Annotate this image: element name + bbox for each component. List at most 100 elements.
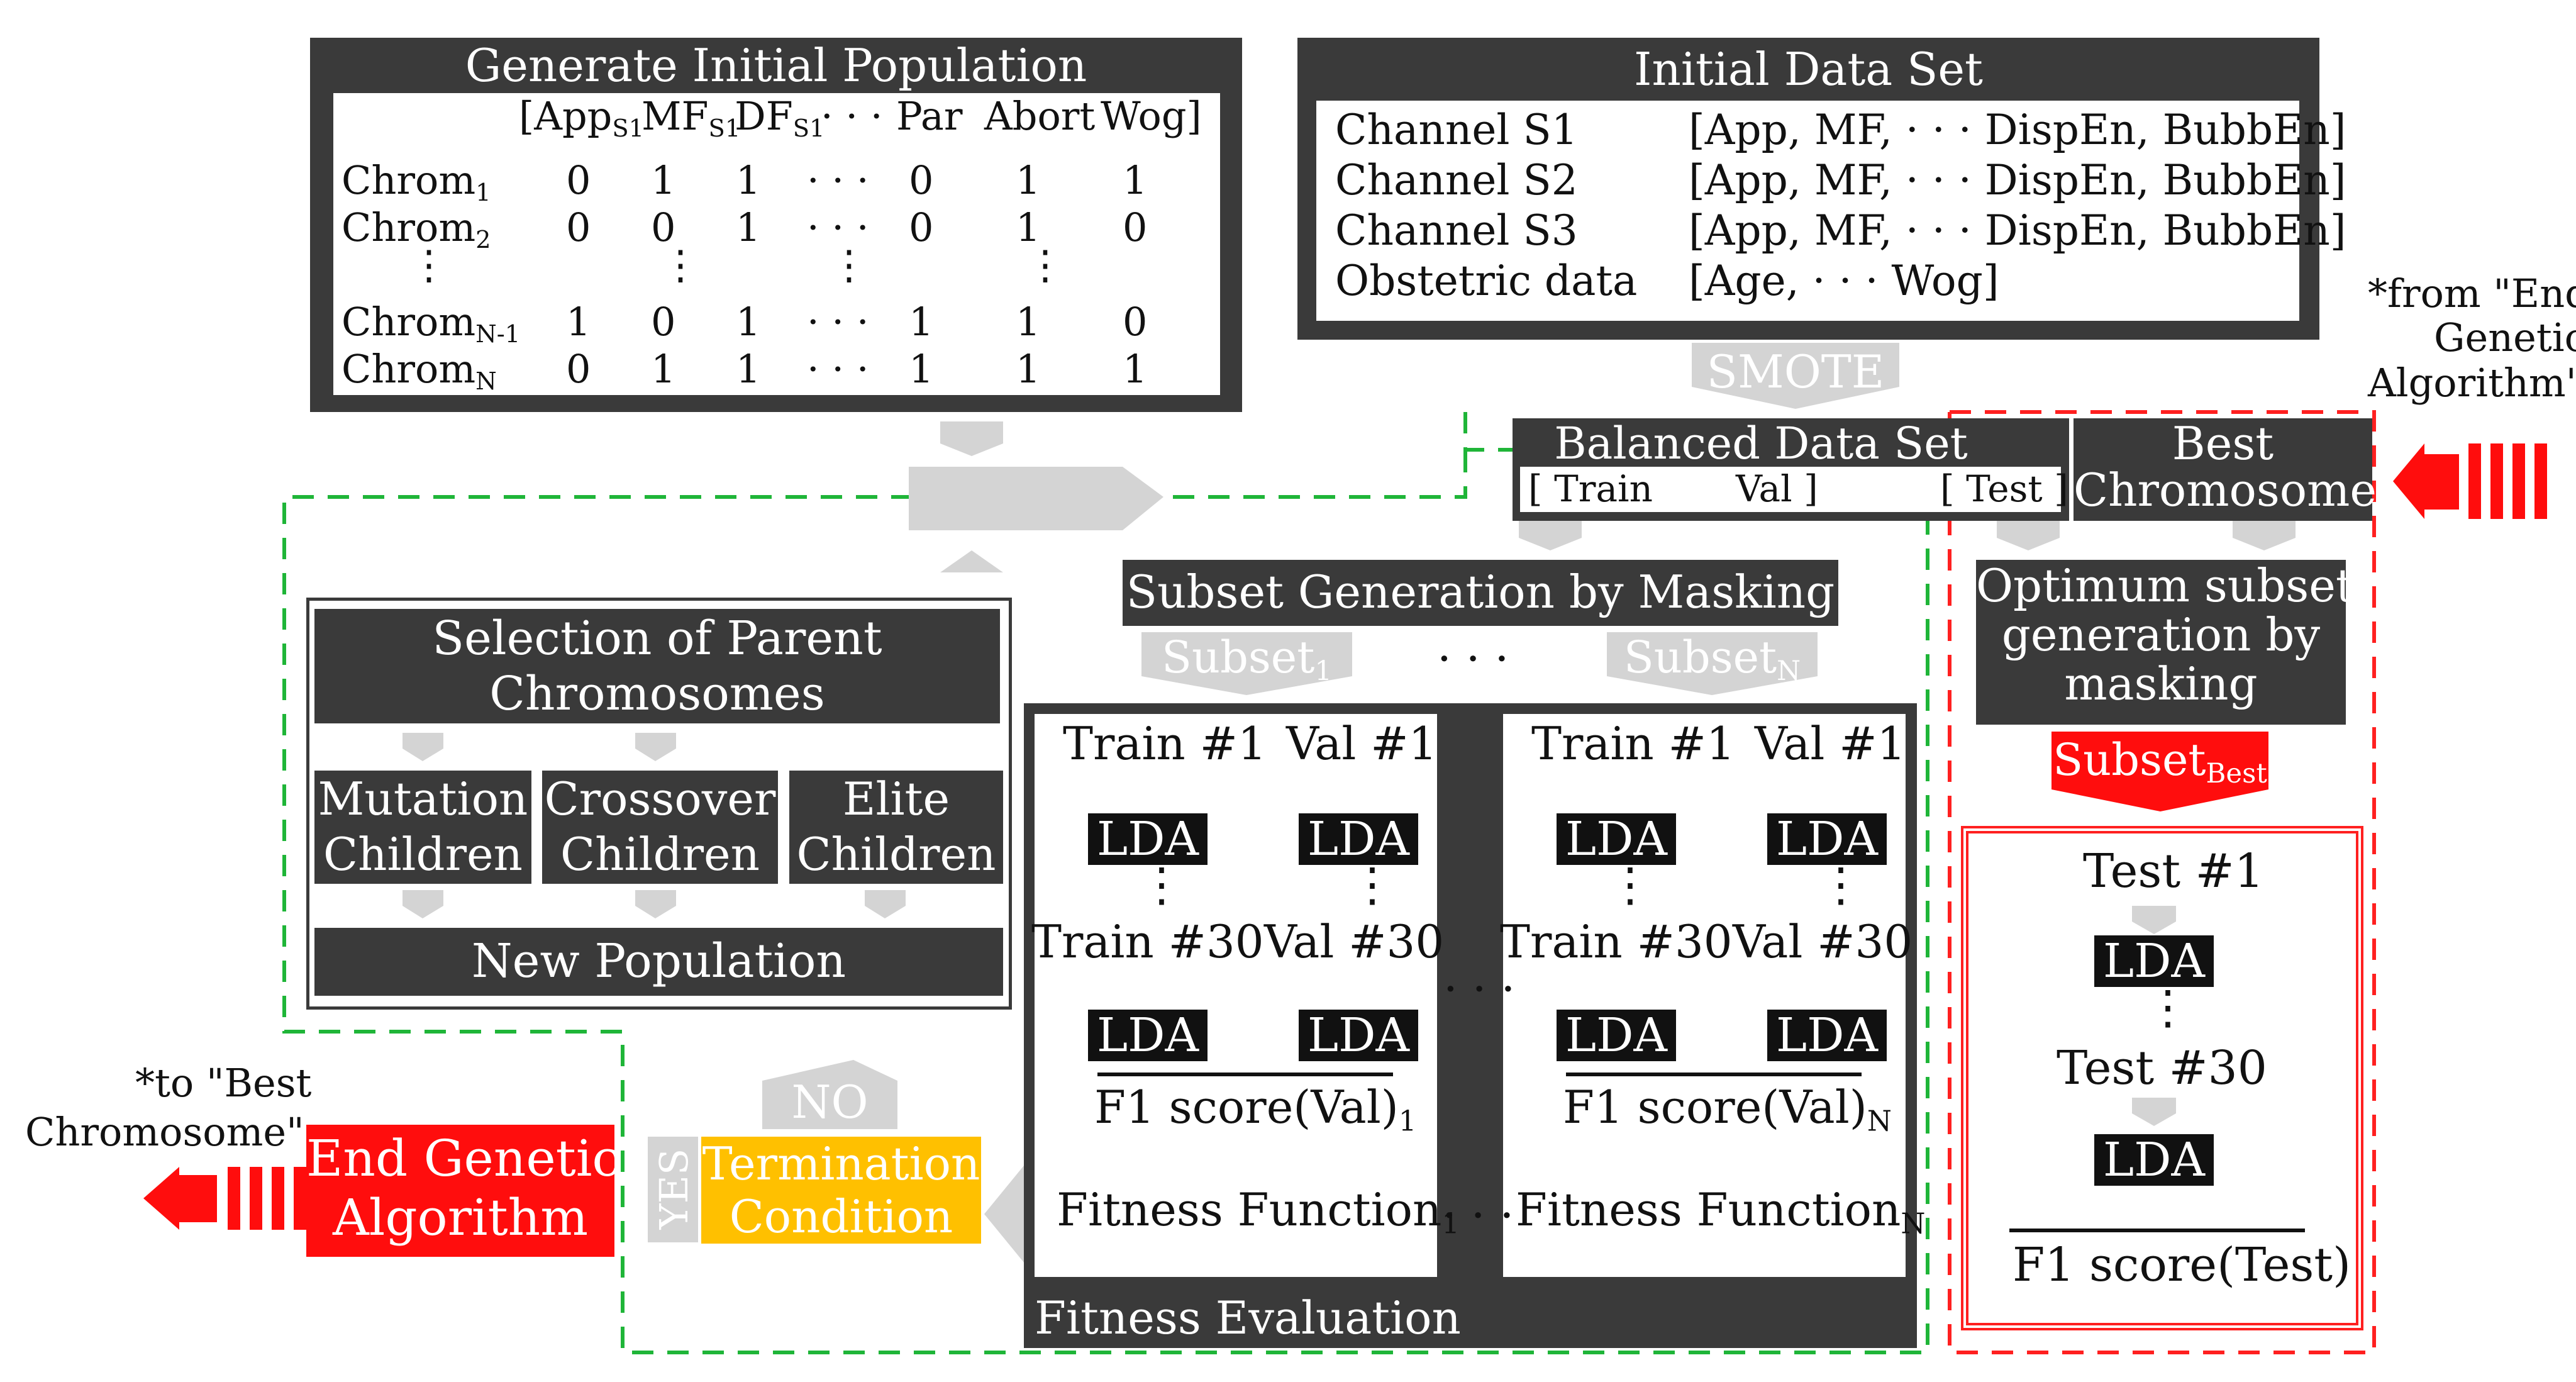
chrom-cell: 0 <box>1123 204 1148 250</box>
chrom-cell: 1 <box>736 157 761 203</box>
data-row-value: [App, MF, · · · DispEn, BubbEn] <box>1689 206 2346 255</box>
chrom-label: ChromN-1 <box>341 299 521 348</box>
train30-label: Train #30 <box>1500 915 1733 968</box>
val1-label: Val #1 <box>1286 717 1438 770</box>
header-df: DF <box>735 93 793 139</box>
fitness-function-n <box>1506 1166 1899 1254</box>
no-label: NO <box>791 1076 869 1128</box>
chrom-cell: 1 <box>909 299 934 345</box>
vdots-label: ⋮ <box>409 242 449 289</box>
termination-condition: Termination Condition <box>701 1137 981 1244</box>
header-par: Par <box>896 93 963 139</box>
balanced-title: Balanced Data Set <box>1554 418 1968 469</box>
vdots-mid: ⋮ <box>829 242 869 289</box>
data-row-value: [Age, · · · Wog] <box>1689 257 1999 305</box>
chrom-cell: 1 <box>566 299 591 345</box>
chrom-cell: 1 <box>1123 346 1148 392</box>
lda-train-30: LDA <box>1557 1010 1676 1061</box>
best-chromosome: Best Chromosome <box>2074 418 2377 521</box>
data-row-name: Channel S2 <box>1335 156 1578 204</box>
fitness-function-1 <box>1041 1166 1434 1254</box>
arrow-t2 <box>2132 1098 2176 1126</box>
balanced-val: Val ] <box>1736 467 1818 510</box>
yes-label: YES <box>651 1148 697 1230</box>
population-panel: Generate Initial Population <box>310 38 1242 412</box>
yes-box <box>648 1137 698 1242</box>
smote-label: SMOTE <box>1706 345 1885 398</box>
chrom-cell: 1 <box>736 346 761 392</box>
chrom-cell: 1 <box>1016 346 1041 392</box>
lda-train-1: LDA <box>1557 813 1676 865</box>
test30-label: Test #30 <box>2057 1041 2267 1095</box>
chrom-cell: 1 <box>736 299 761 345</box>
val1-label: Val #1 <box>1755 717 1906 770</box>
train30-label: Train #30 <box>1031 915 1264 968</box>
arrow-balanced-subset <box>1519 520 1582 550</box>
chrom-cell: 0 <box>909 157 934 203</box>
test-lda-1: LDA <box>2094 935 2214 987</box>
subsetN-arrow <box>1607 632 1818 695</box>
selection-parents: Selection of Parent Chromosomes <box>314 609 1000 723</box>
chrom-cell: 0 <box>1123 299 1148 345</box>
chrom-cell: 1 <box>651 157 676 203</box>
data-row-value: [App, MF, · · · DispEn, BubbEn] <box>1689 156 2346 204</box>
fitness-evaluation-label: Fitness Evaluation <box>1035 1291 1461 1344</box>
lda-train-1: LDA <box>1088 813 1208 865</box>
header-abort: Abort <box>984 93 1096 139</box>
arrow-test-optimum <box>1997 520 2060 550</box>
chrom-cell: · · · <box>807 346 869 392</box>
chrom-cell: 0 <box>651 299 676 345</box>
smote-arrow <box>1692 343 1899 409</box>
chrom-cell: · · · <box>807 204 869 250</box>
from-note-2: Genetic <box>2434 315 2576 360</box>
header-mf: MF <box>641 93 709 139</box>
subset-best-label: SubsetBest <box>2053 734 2267 790</box>
chrom-cell: 0 <box>651 204 676 250</box>
f1-line <box>1566 1073 1862 1076</box>
vdots-train: ⋮ <box>1138 862 1185 908</box>
lda-val-30: LDA <box>1767 1010 1887 1061</box>
chrom-cell: · · · <box>807 299 869 345</box>
vdots-abort: ⋮ <box>1025 242 1065 289</box>
test-vdots: ⋮ <box>2145 981 2191 1035</box>
chrom-cell: 0 <box>566 157 591 203</box>
fitness-ellipsis: · · · <box>1442 1189 1514 1242</box>
mutation-children: Mutation Children <box>314 771 531 884</box>
to-note-1: *to "Best <box>135 1060 312 1106</box>
initial-data-table <box>1316 101 2299 321</box>
subset-generation: Subset Generation by Masking <box>1123 560 1838 626</box>
population-title: Generate Initial Population <box>465 39 1087 92</box>
data-row-name: Channel S3 <box>1335 206 1578 255</box>
optimum-subset: Optimum subset generation by masking <box>1976 560 2354 725</box>
no-arrow <box>762 1060 897 1129</box>
chrom-label: Chrom1 <box>341 157 491 207</box>
lda-val-30: LDA <box>1299 1010 1418 1061</box>
arrow-mut-new <box>402 890 443 918</box>
vdots-val: ⋮ <box>1818 862 1864 908</box>
f1-val-label: F1 score(Val)1 <box>1094 1081 1417 1138</box>
chrom-cell: 1 <box>909 346 934 392</box>
to-best-arrow <box>143 1167 179 1230</box>
chrom-cell: 1 <box>651 346 676 392</box>
data-row-name: Channel S1 <box>1335 106 1578 154</box>
subset-best-arrow <box>2051 732 2268 811</box>
chrom-cell: 1 <box>1016 204 1041 250</box>
lda-val-1: LDA <box>1767 813 1887 865</box>
vdots-val: ⋮ <box>1349 862 1396 908</box>
f1-line <box>1097 1073 1393 1076</box>
chrom-label: ChromN <box>341 346 497 396</box>
new-population: New Population <box>314 928 1003 996</box>
chrom-cell: 0 <box>566 346 591 392</box>
header-app: [App <box>519 93 613 139</box>
val30-label: Val #30 <box>1264 915 1445 968</box>
chrom-cell: 0 <box>566 204 591 250</box>
vdots-train: ⋮ <box>1607 862 1653 908</box>
train1-label: Train #1 <box>1531 717 1735 770</box>
val30-label: Val #30 <box>1733 915 1913 968</box>
from-end-arrow <box>2393 443 2424 519</box>
subset1-arrow <box>1141 632 1352 695</box>
arrow-best-optimum <box>2233 520 2296 550</box>
header-wog: Wog] <box>1101 93 1202 139</box>
test-f1-label: F1 score(Test) <box>2012 1238 2351 1292</box>
test1-label: Test #1 <box>2083 844 2264 898</box>
